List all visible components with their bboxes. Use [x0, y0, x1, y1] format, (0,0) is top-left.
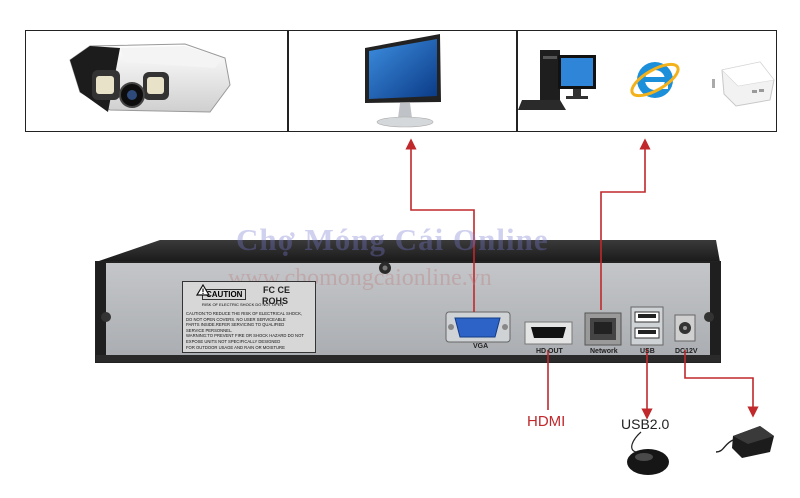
usb-ports[interactable]: [630, 306, 664, 346]
vga-to-monitor-arrow: [405, 138, 475, 312]
vga-port[interactable]: [445, 311, 511, 343]
hdmi-callout: HDMI: [527, 413, 566, 430]
caution-line: FOR OUTDOOR USAGE AND RAIN OR MOISTURE: [186, 344, 285, 350]
rohs-mark: ROHS: [262, 296, 289, 306]
warning-triangle-icon: [196, 284, 210, 296]
caution-line: SERVICE PERSONNEL.: [186, 327, 233, 333]
network-to-internet-arrow: [600, 138, 651, 310]
network-label: Network: [590, 348, 618, 355]
dc-to-adapter-arrow: [684, 350, 759, 418]
camera-icon: [69, 43, 231, 113]
router-icon: [712, 61, 775, 107]
hdout-label: HD OUT: [536, 348, 563, 355]
mouse-icon: [627, 431, 669, 475]
monitor-icon: [365, 34, 441, 128]
power-adapter-icon: [715, 426, 774, 458]
watermark-title: Chợ Móng Cái Online: [236, 222, 549, 257]
caution-line: EXPOSE UNITS NOT SPECIFICALLY DESIGNED: [186, 338, 281, 344]
caution-line: DO NOT OPEN COVERS. NO USER SERVICEABLE: [186, 316, 286, 322]
caution-subtitle: RISK OF ELECTRIC SHOCK DO NOT OPEN: [202, 302, 284, 307]
vga-label: VGA: [473, 343, 489, 350]
internet-explorer-icon: [630, 62, 680, 98]
usb-label: USB: [640, 348, 655, 355]
fcc-ce-mark: FC CE: [263, 285, 290, 295]
usb2-callout: USB2.0: [621, 416, 670, 432]
desktop-pc-icon: [518, 50, 596, 110]
caution-line: CAUTION:TO REDUCE THE RISK OF ELECTRICAL…: [186, 311, 303, 316]
screw-icon: [101, 262, 714, 322]
hdmi-port[interactable]: [524, 321, 573, 345]
dc-power-port[interactable]: [674, 314, 696, 342]
caution-line: PARTS INSIDE.REFER SERVICING TO QUALIFIE…: [186, 322, 285, 328]
caution-line: WARNING:TO PREVENT FIRE OR SHOCK HAZARD …: [186, 333, 304, 339]
network-port[interactable]: [584, 312, 622, 346]
dc-label: DC12V: [675, 348, 698, 355]
caution-text: CAUTION:TO REDUCE THE RISK OF ELECTRICAL…: [186, 311, 312, 350]
